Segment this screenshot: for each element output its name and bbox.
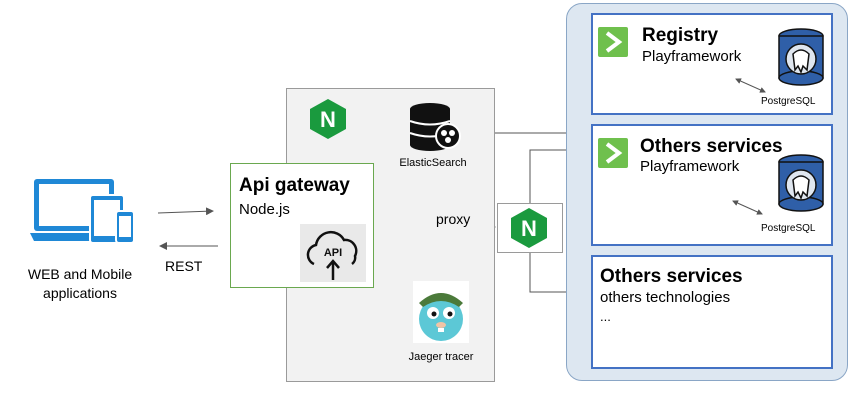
nginx-to-service2-arrow: [529, 146, 584, 204]
jaeger-label: Jaeger tracer: [408, 351, 474, 363]
db-link-arrow-1: [735, 78, 766, 93]
service-registry-title: Registry: [642, 25, 719, 46]
api-gateway-subtitle: Node.js: [239, 201, 290, 218]
client-label-line2: applications: [43, 285, 117, 301]
db-link-arrow-2: [732, 200, 763, 215]
devices-icon: [30, 179, 135, 244]
elasticsearch-label: ElasticSearch: [399, 157, 467, 169]
proxy-label: proxy: [436, 211, 471, 227]
postgresql-label-2: PostgreSQL: [761, 223, 816, 234]
nginx-icon: N: [310, 99, 346, 139]
request-arrow: [157, 207, 214, 216]
play-framework-icon: [598, 138, 628, 168]
jaeger-logo: [413, 281, 469, 343]
client-devices: [30, 175, 140, 250]
postgresql-icon: [778, 154, 824, 212]
client-label-line1: WEB and Mobile: [27, 266, 133, 282]
postgresql-icon: [778, 28, 824, 86]
service-others-play-title: Others services: [640, 136, 783, 157]
postgresql-label-1: PostgreSQL: [761, 96, 816, 107]
service-others-tech: [591, 255, 833, 369]
svg-text:N: N: [521, 216, 537, 241]
gopher-icon: [413, 281, 469, 343]
svg-text:N: N: [320, 107, 336, 132]
postgresql-db-1: [776, 28, 826, 86]
service-others-tech-subtitle: others technologies: [600, 289, 731, 306]
service-registry-subtitle: Playframework: [642, 48, 742, 65]
svg-text:API: API: [324, 247, 342, 259]
api-cloud-icon-wrap: API: [300, 224, 366, 282]
api-gateway-title: Api gateway: [239, 175, 350, 196]
service-others-tech-extra: ...: [600, 309, 611, 324]
service-others-tech-title: Others services: [600, 266, 743, 287]
nginx-logo-proxy: N: [506, 205, 552, 251]
nginx-to-service3-arrow: [529, 252, 584, 296]
play-framework-icon: [598, 27, 628, 57]
postgresql-db-2: [776, 154, 826, 212]
nginx-icon: N: [511, 208, 547, 248]
rest-label: REST: [165, 258, 203, 274]
database-icon: [409, 103, 461, 151]
service-others-play-subtitle: Playframework: [640, 158, 740, 175]
cloud-api-icon: API: [306, 230, 358, 280]
elasticsearch-node: [404, 100, 464, 156]
nginx-logo-gateway: N: [305, 96, 351, 142]
